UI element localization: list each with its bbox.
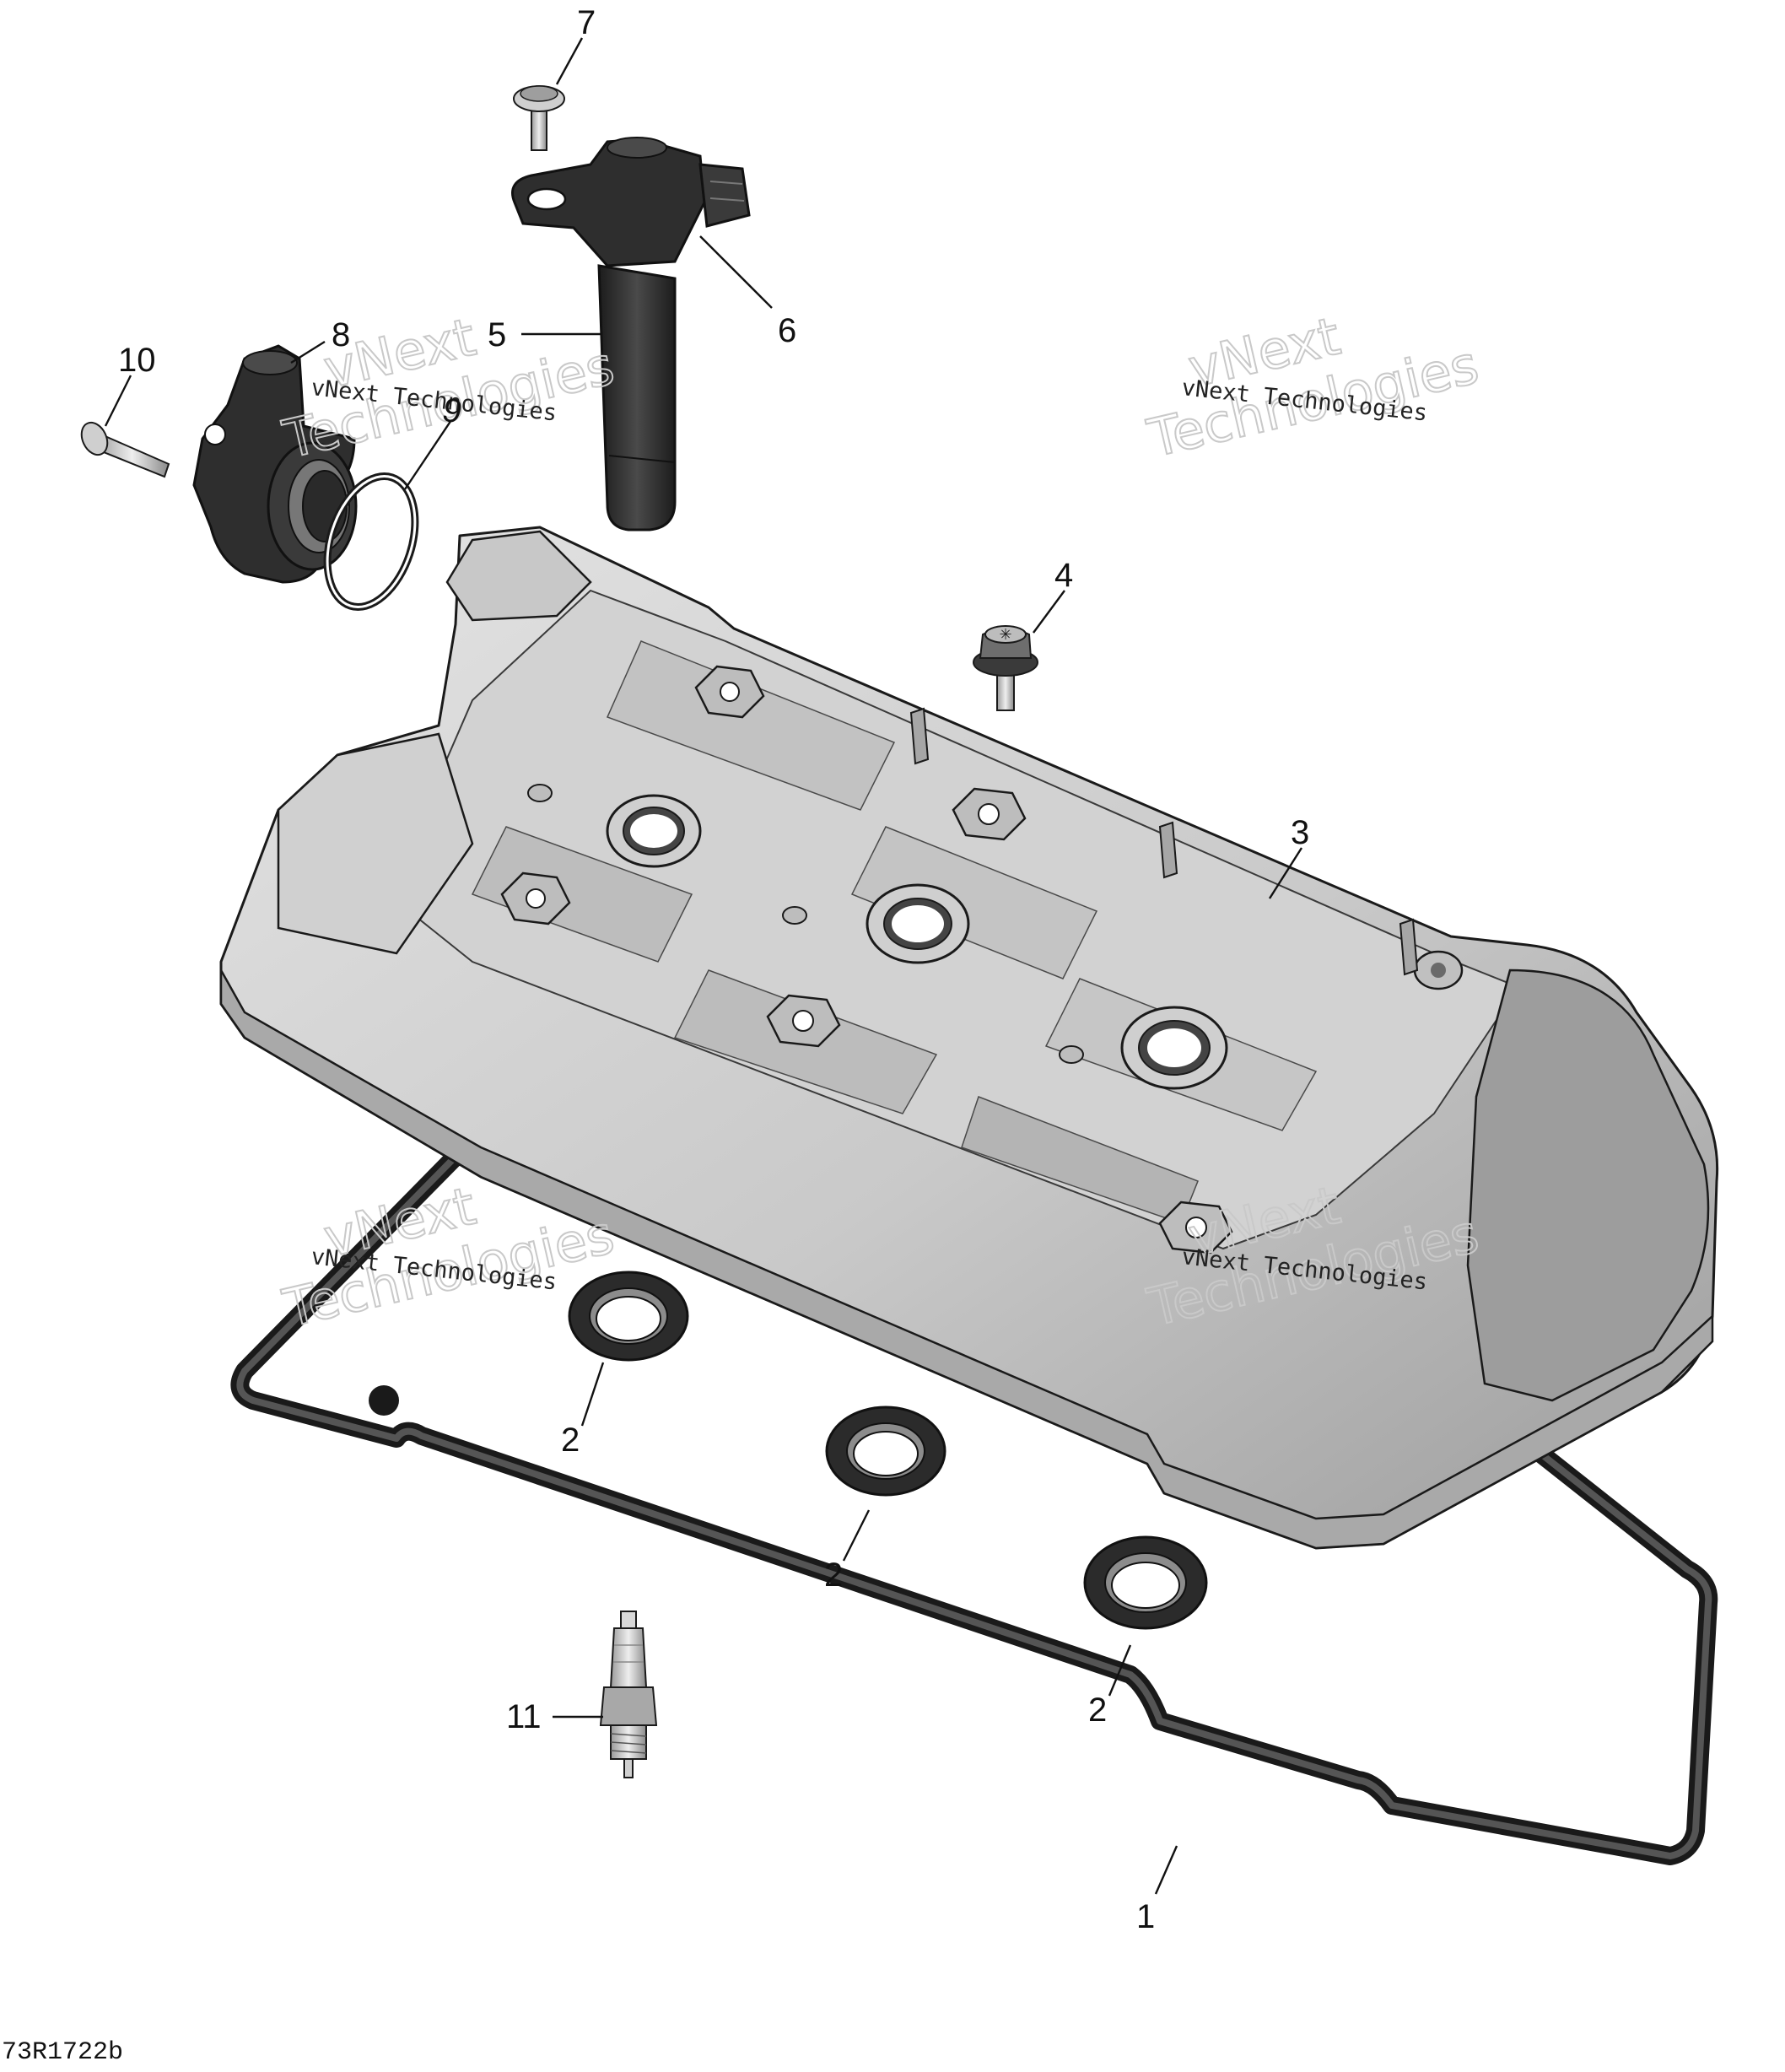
watermark: vNext Technologies — [277, 1174, 620, 1341]
callout-8: 8 — [332, 316, 350, 353]
spark-plug-tube-seal — [568, 1271, 689, 1362]
cover-bolt: ✳ — [973, 625, 1038, 711]
callout-10: 10 — [118, 342, 156, 379]
o-ring — [323, 472, 419, 612]
callout-2a: 2 — [561, 1422, 580, 1459]
callout-2b: 2 — [824, 1557, 843, 1594]
callout-11: 11 — [506, 1698, 542, 1735]
hex-boss — [1158, 1201, 1233, 1255]
cover-fin — [909, 707, 1419, 976]
callout-5: 5 — [488, 316, 506, 353]
coil-screw — [513, 85, 565, 151]
callout-7: 7 — [577, 4, 596, 41]
leader-lines — [104, 37, 1303, 1895]
watermark: vNext Technologies — [277, 305, 620, 472]
spark-plug-hole — [1120, 1006, 1228, 1090]
hex-boss — [952, 787, 1027, 841]
valve-cover-gasket — [230, 1096, 1718, 1865]
callout-1: 1 — [1136, 1898, 1155, 1935]
spark-plug-hole — [866, 883, 970, 964]
hex-boss — [694, 665, 765, 719]
callout-4: 4 — [1054, 557, 1073, 594]
hex-boss — [766, 994, 841, 1048]
callout-3: 3 — [1291, 814, 1309, 851]
sensor-screw — [80, 421, 170, 478]
watermark: vNext Technologies — [1141, 305, 1485, 471]
spark-plug-tube-seal — [1083, 1535, 1208, 1630]
spark-plug-tube-seal — [825, 1406, 946, 1497]
spark-plug-hole — [606, 794, 702, 868]
locating-pin — [527, 784, 1084, 1064]
ignition-coil — [511, 137, 751, 531]
figure-code: 73R1722b — [2, 2038, 123, 2067]
callout-6: 6 — [778, 312, 796, 349]
svg-text:✳: ✳ — [999, 626, 1011, 644]
spark-plug — [599, 1611, 658, 1778]
valve-cover — [219, 526, 1719, 1550]
callout-2c: 2 — [1088, 1692, 1107, 1729]
hex-boss — [500, 871, 571, 925]
